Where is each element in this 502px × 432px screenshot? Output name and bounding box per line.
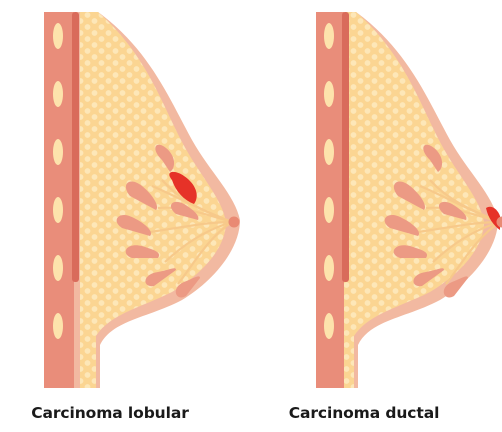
muscle-line [342,12,349,282]
caption-carcinoma-lobular: Carcinoma lobular [31,404,188,422]
muscle-line [72,12,79,282]
nipple [229,217,240,228]
panel-carcinoma-lobular [44,12,240,388]
panel-carcinoma-ductal [316,12,502,388]
caption-carcinoma-ductal: Carcinoma ductal [289,404,440,422]
